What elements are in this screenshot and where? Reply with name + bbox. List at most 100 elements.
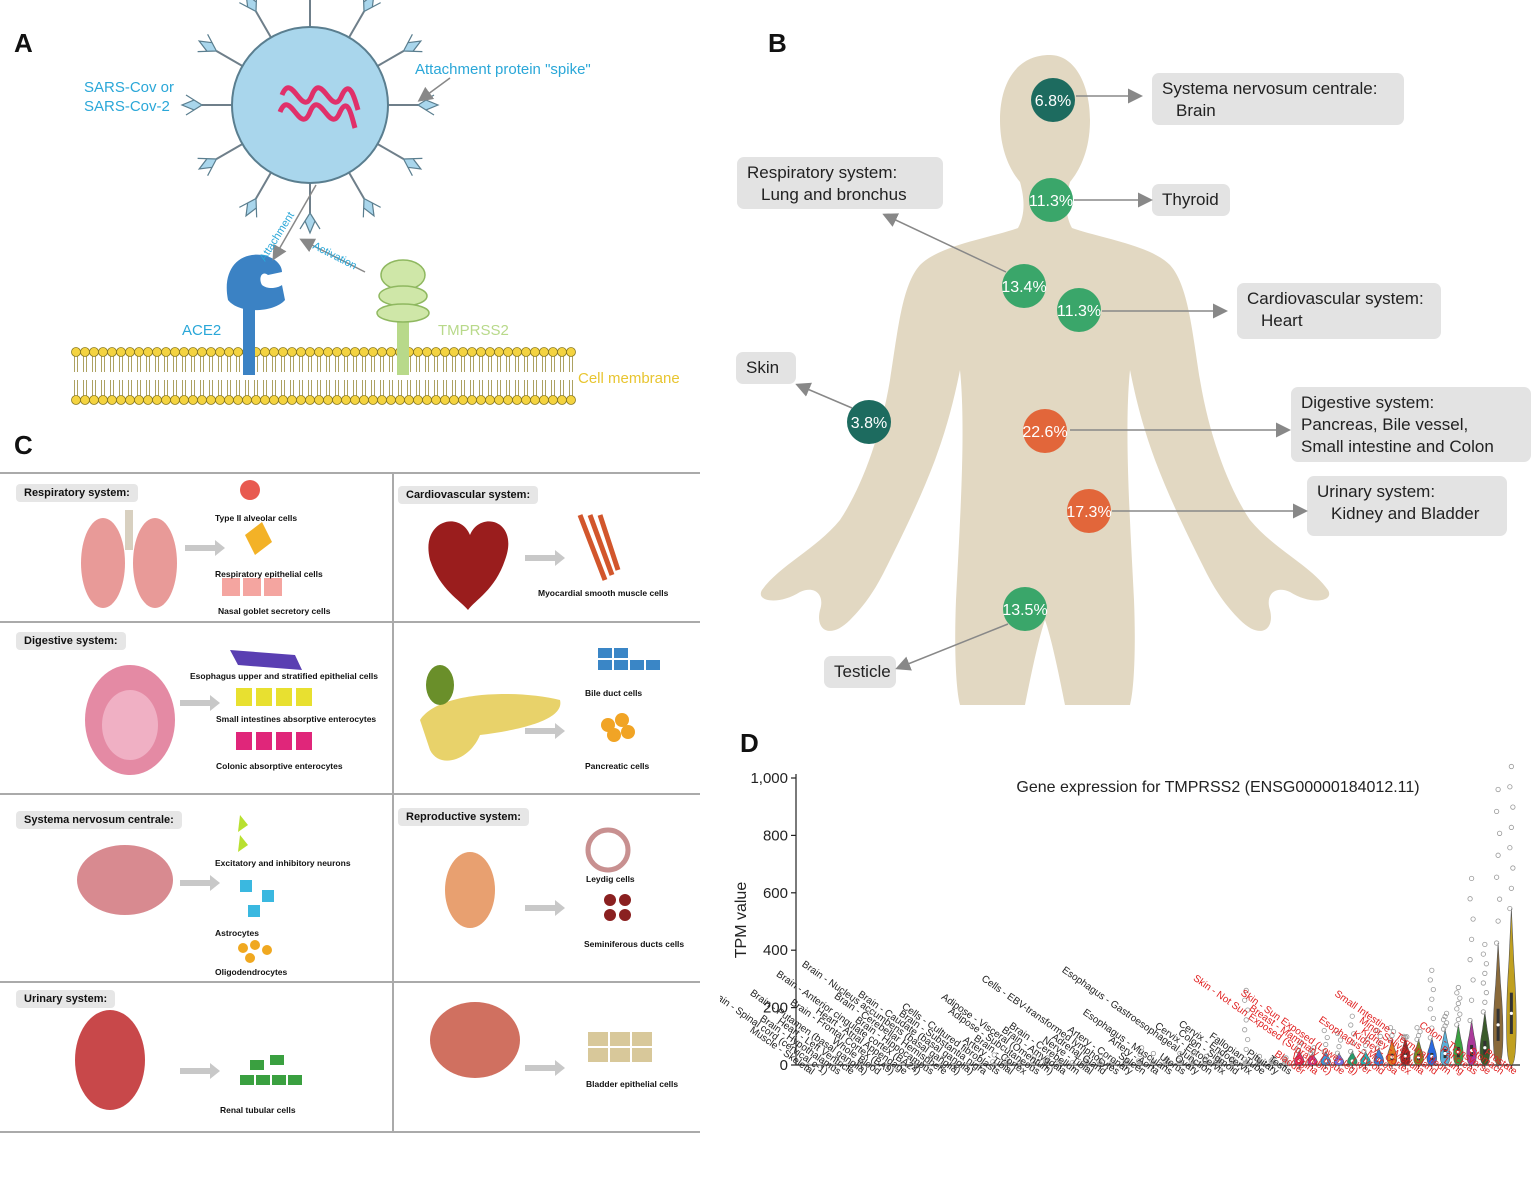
outlier-point — [1510, 804, 1516, 810]
organ-arrow — [895, 623, 1009, 671]
cell-caption: Seminiferous ducts cells — [584, 939, 685, 949]
outlier-point — [1508, 885, 1514, 891]
outlier-point — [1309, 1047, 1316, 1054]
spike-stalk — [377, 50, 405, 67]
organ-percent-circle — [1002, 264, 1046, 308]
membrane-lipid — [485, 395, 495, 405]
membrane-lipid — [143, 395, 153, 405]
spike-head — [402, 34, 423, 53]
outlier-point — [1351, 1031, 1357, 1037]
organ-arrow — [882, 213, 1007, 273]
outlier-point — [1349, 1013, 1355, 1019]
membrane-lipid — [548, 395, 558, 405]
outlier-point — [1467, 896, 1473, 902]
membrane-lipid — [449, 395, 459, 405]
spike-head — [416, 94, 440, 116]
outlier-point — [1468, 997, 1475, 1003]
outlier-point — [1494, 808, 1500, 815]
spike-head — [402, 157, 423, 176]
outlier-point — [1467, 957, 1473, 963]
membrane-lipid — [323, 395, 333, 405]
sys-label-nervous: Systema nervosum centrale: — [16, 811, 182, 829]
membrane-lipid — [152, 347, 162, 357]
outlier-point — [1243, 1046, 1249, 1053]
outlier-point — [1455, 1016, 1461, 1023]
membrane-lipid — [197, 395, 207, 405]
ace2-stalk — [243, 300, 255, 375]
membrane-lipid — [386, 395, 396, 405]
violin-median — [1390, 1055, 1394, 1059]
violin-skin-not-sun-exposed-suprapubic- — [1320, 1050, 1331, 1066]
membrane-lipid — [215, 395, 225, 405]
outlier-point — [1256, 1053, 1263, 1059]
violin-brain-hypothalamus — [831, 1063, 839, 1066]
outlier-point — [1324, 1034, 1330, 1041]
organ-percent-circle — [1057, 288, 1101, 332]
cell-caption: Bladder epithelial cells — [586, 1079, 679, 1089]
membrane-lipid — [350, 395, 360, 405]
organ-label-text: Systema nervosum centrale: — [1162, 79, 1377, 98]
organ-label-box — [1152, 184, 1230, 216]
membrane-lipid — [89, 395, 99, 405]
spike-head — [299, 211, 321, 235]
membrane-lipid — [269, 395, 279, 405]
outlier-point — [1016, 1060, 1022, 1066]
outlier-point — [1190, 1050, 1196, 1056]
membrane-lipid — [503, 395, 513, 405]
membrane-lipid — [422, 347, 432, 357]
outlier-point — [1150, 1050, 1156, 1057]
violin-colon-transverse — [1479, 1011, 1490, 1066]
membrane-lipid — [314, 395, 324, 405]
cell-caption: Bile duct cells — [585, 688, 643, 698]
violin-median — [1509, 1011, 1513, 1015]
chart-title: Gene expression for TMPRSS2 (ENSG0000018… — [1016, 779, 1419, 796]
outlier-point — [1230, 1056, 1236, 1062]
outlier-point — [1427, 1006, 1433, 1012]
membrane-lipid — [395, 395, 405, 405]
violin-median — [1403, 1054, 1407, 1058]
organ-label-text: Lung and bronchus — [761, 185, 907, 204]
violin-median — [1483, 1046, 1487, 1050]
organ-percent-circle — [1003, 587, 1047, 631]
violin-skin-sun-exposed-lower-leg- — [1347, 1050, 1358, 1066]
panel-letter-c: C — [14, 430, 33, 460]
violin-median — [1350, 1059, 1354, 1063]
membrane-lipid — [206, 395, 216, 405]
outlier-point — [1362, 1042, 1369, 1048]
attachment-label: Attachment — [257, 210, 297, 264]
outlier-point — [1374, 1045, 1380, 1051]
membrane-lipid — [566, 347, 576, 357]
membrane-lipid — [440, 395, 450, 405]
panel-a-diagram: SARS-Cov or SARS-Cov-2 Attachment protei… — [71, 0, 680, 405]
violin-brain-hippocampus — [924, 1062, 932, 1066]
outlier-point — [1387, 1025, 1394, 1031]
outlier-point — [1255, 1056, 1261, 1062]
outlier-point — [1109, 1059, 1115, 1065]
outlier-point — [1495, 786, 1501, 793]
membrane-lipid — [161, 395, 171, 405]
membrane-lipid — [539, 347, 549, 357]
lungs-illustration — [81, 518, 125, 608]
violin-prostate — [1506, 908, 1517, 1066]
outlier-point — [1440, 1026, 1447, 1032]
membrane-lipid — [539, 395, 549, 405]
membrane-lipid — [467, 395, 477, 405]
membrane-lipid — [179, 395, 189, 405]
membrane-label: Cell membrane — [578, 370, 680, 387]
membrane-lipid — [71, 347, 81, 357]
violin-breast-mammary-tissue — [1333, 1052, 1345, 1066]
membrane-lipid — [296, 395, 306, 405]
membrane-lipid — [413, 395, 423, 405]
outlier-point — [1283, 1055, 1289, 1061]
violin-vagina — [1307, 1052, 1318, 1066]
membrane-lipid — [224, 395, 234, 405]
membrane-lipid — [467, 347, 477, 357]
organ-label-box — [736, 352, 796, 384]
outlier-point — [1337, 1037, 1344, 1043]
violin-whole-blood — [871, 1063, 879, 1066]
outlier-point — [1482, 970, 1488, 976]
membrane-lipid — [125, 347, 135, 357]
membrane-lipid — [296, 347, 306, 357]
outlier-point — [1202, 1058, 1208, 1064]
membrane-lipid — [485, 347, 495, 357]
